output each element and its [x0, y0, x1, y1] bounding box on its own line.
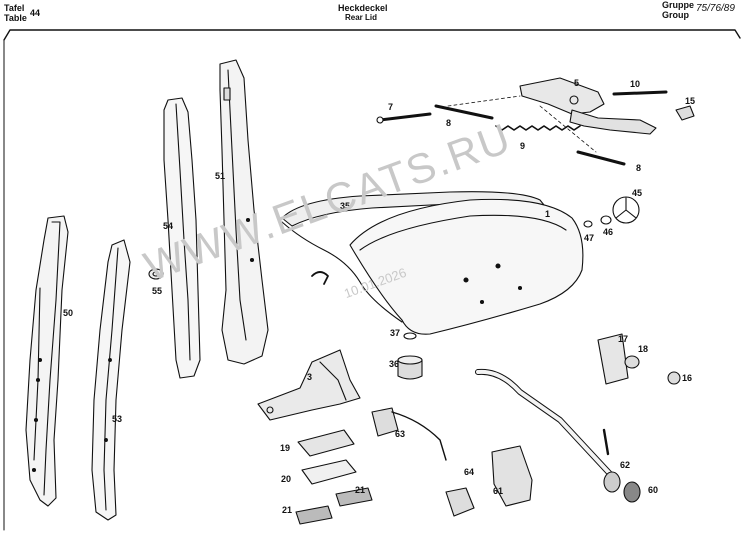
title-english: Rear Lid [345, 13, 378, 22]
part-label-16: 16 [682, 373, 693, 383]
part-46-washer [600, 215, 612, 225]
part-10-pin [612, 90, 668, 96]
part-5-hinge [519, 77, 657, 135]
part-label-36: 36 [389, 359, 400, 369]
part-label-55: 55 [152, 286, 163, 296]
part-7-pin [378, 112, 432, 122]
part-label-20: 20 [281, 474, 292, 484]
part-label-63: 63 [395, 429, 406, 439]
part-label-3: 3 [307, 372, 313, 382]
part-16-lock-cylinder [667, 371, 681, 385]
part-17-plate [597, 333, 629, 385]
part-label-8-lower: 8 [636, 163, 642, 173]
part-label-50: 50 [63, 308, 74, 318]
gruppe-label: Gruppe [662, 0, 695, 10]
part-label-54: 54 [163, 221, 174, 231]
group-number: 75/76/89 [696, 3, 735, 14]
part-55-grommet [148, 268, 164, 280]
part-label-37: 37 [390, 328, 401, 338]
seal-clip [311, 271, 329, 285]
part-64-bracket [445, 487, 475, 517]
part-36-buffer [397, 359, 423, 380]
part-label-18: 18 [638, 344, 649, 354]
table-label: Table [4, 13, 27, 23]
part-15-clip [675, 105, 695, 121]
part-label-5: 5 [574, 78, 580, 88]
part-label-8-upper: 8 [446, 118, 452, 128]
part-label-61: 61 [493, 486, 504, 496]
part-50-side-panel [25, 215, 69, 507]
part-label-47: 47 [584, 233, 595, 243]
part-label-62: 62 [620, 460, 631, 470]
part-label-21-lower: 21 [282, 505, 293, 515]
part-label-64: 64 [464, 467, 475, 477]
part-label-15: 15 [685, 96, 696, 106]
part-label-35: 35 [340, 201, 351, 211]
part-label-10: 10 [630, 79, 641, 89]
part-51-rear-pillar [219, 59, 269, 365]
part-21-pad-lower [295, 505, 333, 525]
part-47-washer [583, 220, 593, 228]
part-label-51: 51 [215, 171, 226, 181]
part-label-46: 46 [603, 227, 614, 237]
part-21-pad-upper [335, 487, 373, 507]
tafel-label: Tafel [4, 3, 25, 13]
part-label-19: 19 [280, 443, 291, 453]
part-label-9: 9 [520, 141, 526, 151]
group-label: Group [662, 10, 689, 20]
part-53-strip [91, 239, 131, 521]
part-60-cap [623, 481, 641, 503]
part-37-washer [403, 332, 417, 340]
part-18-bezel [624, 355, 640, 369]
part-54-pillar-trim [163, 97, 201, 379]
part-1-rear-lid [281, 198, 584, 335]
part-label-45: 45 [632, 188, 643, 198]
part-62-grommet [603, 471, 621, 493]
part-8-pin-lower [576, 150, 626, 166]
part-label-53: 53 [112, 414, 123, 424]
part-3-lock-bracket [257, 349, 361, 421]
lock-rod-assembly [475, 368, 615, 479]
part-label-1: 1 [545, 209, 551, 219]
part-8-pin-upper [434, 104, 494, 120]
title-german: Heckdeckel [338, 3, 388, 13]
part-label-60: 60 [648, 485, 659, 495]
release-cable [391, 411, 447, 461]
part-63-latch [371, 407, 399, 437]
part-label-17: 17 [618, 334, 629, 344]
part-61-bracket [491, 445, 533, 507]
part-20-gasket [301, 459, 357, 485]
part-label-21-upper: 21 [355, 485, 366, 495]
part-45-star-emblem [612, 196, 640, 224]
frame-top-edge [3, 29, 741, 41]
part-9-spring [495, 125, 581, 131]
part-19-plate [297, 429, 355, 457]
part-label-7: 7 [388, 102, 394, 112]
table-number: 44 [30, 8, 41, 18]
